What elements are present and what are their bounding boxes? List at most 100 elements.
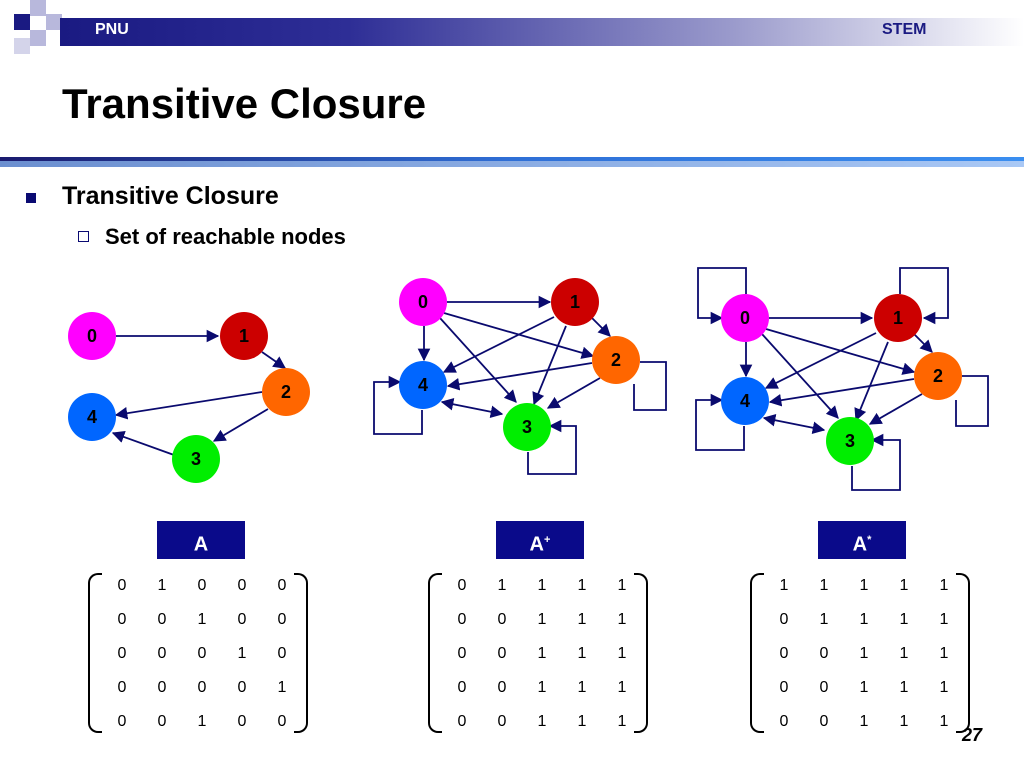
matrix-cell: 0 bbox=[779, 645, 789, 662]
node-2 bbox=[914, 352, 962, 400]
graph-a-plus bbox=[373, 295, 667, 475]
matrix-cell: 1 bbox=[899, 645, 909, 662]
matrix-cell: 1 bbox=[577, 679, 587, 696]
matrix-label-sup: * bbox=[867, 534, 872, 546]
self-loop-0 bbox=[697, 267, 747, 325]
matrix-label-text: A bbox=[193, 533, 209, 556]
matrix-cell: 1 bbox=[819, 611, 829, 628]
matrix-cell: 1 bbox=[939, 679, 949, 696]
bullet-level2: Set of reachable nodes bbox=[105, 224, 346, 249]
matrix-cell: 0 bbox=[277, 577, 287, 594]
matrix-cell: 0 bbox=[117, 713, 127, 730]
node-1 bbox=[551, 278, 599, 326]
self-loop-4 bbox=[695, 393, 745, 451]
edge-1-4 bbox=[442, 316, 555, 373]
matrix-cell: 0 bbox=[117, 645, 127, 662]
deco-square bbox=[14, 14, 30, 30]
self-loop-2 bbox=[633, 361, 667, 411]
edge-2-3 bbox=[546, 377, 601, 409]
header-right-text: STEM bbox=[882, 21, 927, 38]
edge-1-2 bbox=[261, 351, 287, 369]
bullet-level1: Transitive Closure bbox=[62, 182, 279, 210]
matrix-bracket-left bbox=[88, 573, 102, 733]
node-label: 1 bbox=[570, 292, 580, 312]
self-loop-4 bbox=[373, 375, 423, 435]
graph-a bbox=[111, 329, 287, 456]
matrix-cell: 1 bbox=[617, 713, 627, 730]
matrix-cell: 0 bbox=[117, 577, 127, 594]
node-0 bbox=[399, 278, 447, 326]
matrix-cell: 0 bbox=[237, 611, 247, 628]
matrix-cell: 1 bbox=[617, 577, 627, 594]
matrix-cell: 1 bbox=[237, 645, 247, 662]
node-label: 3 bbox=[845, 431, 855, 451]
matrix-cell: 0 bbox=[277, 713, 287, 730]
edge-1-3 bbox=[854, 341, 889, 422]
title-rule bbox=[0, 157, 1024, 161]
node-label: 1 bbox=[893, 308, 903, 328]
matrix-label-a-plus: A+ bbox=[496, 521, 584, 559]
matrix-cell: 0 bbox=[197, 679, 207, 696]
node-4 bbox=[721, 377, 769, 425]
node-label: 2 bbox=[611, 350, 621, 370]
matrix-bracket-left bbox=[428, 573, 442, 733]
matrix-cell: 0 bbox=[197, 645, 207, 662]
matrix-cell: 1 bbox=[939, 577, 949, 594]
node-label: 3 bbox=[522, 417, 532, 437]
matrix-cell: 0 bbox=[237, 679, 247, 696]
matrix-cell: 0 bbox=[779, 713, 789, 730]
matrix-cell: 1 bbox=[197, 611, 207, 628]
matrix-cell: 0 bbox=[277, 645, 287, 662]
matrix-cell: 1 bbox=[157, 577, 167, 594]
matrix-cell: 1 bbox=[939, 713, 949, 730]
matrix-label-text: A bbox=[852, 533, 868, 556]
edge-1-3 bbox=[532, 325, 567, 406]
graph-a-plus-nodes bbox=[399, 278, 640, 451]
self-loop-3 bbox=[851, 433, 901, 491]
deco-square bbox=[30, 30, 46, 46]
matrix-label-a-star: A* bbox=[818, 521, 906, 559]
slide-title: Transitive Closure bbox=[62, 80, 427, 127]
edge-2-4 bbox=[768, 378, 915, 407]
matrix-cell: 0 bbox=[819, 645, 829, 662]
edge-0-3 bbox=[439, 317, 517, 403]
edge-2-3 bbox=[868, 393, 923, 425]
matrix-cell: 0 bbox=[117, 679, 127, 696]
matrix-cell: 1 bbox=[899, 713, 909, 730]
title-rule-shadow bbox=[0, 161, 1024, 167]
matrix-cell: 1 bbox=[537, 611, 547, 628]
node-label: 3 bbox=[191, 449, 201, 469]
matrix-label-text: A bbox=[529, 533, 544, 556]
matrix-cell: 1 bbox=[497, 577, 507, 594]
node-4 bbox=[399, 361, 447, 409]
edge-1-2 bbox=[913, 333, 933, 353]
matrix-bracket-right bbox=[956, 573, 970, 733]
matrix-label-a: A bbox=[157, 521, 245, 559]
matrix-cell: 1 bbox=[197, 713, 207, 730]
matrix-cell: 1 bbox=[577, 611, 587, 628]
matrix-cell: 1 bbox=[537, 577, 547, 594]
matrix-cell: 1 bbox=[779, 577, 789, 594]
matrix-cell: 0 bbox=[497, 645, 507, 662]
matrix-cell: 0 bbox=[457, 645, 467, 662]
matrix-cell: 0 bbox=[457, 713, 467, 730]
node-label: 2 bbox=[933, 366, 943, 386]
node-0 bbox=[721, 294, 769, 342]
graph-a-star bbox=[695, 267, 989, 491]
matrix-cell: 0 bbox=[497, 679, 507, 696]
matrix-cell: 0 bbox=[237, 713, 247, 730]
matrix-cell: 0 bbox=[457, 577, 467, 594]
matrix-cell: 0 bbox=[197, 577, 207, 594]
node-1 bbox=[874, 294, 922, 342]
node-3 bbox=[172, 435, 220, 483]
node-label: 0 bbox=[740, 308, 750, 328]
matrix-cell: 0 bbox=[819, 713, 829, 730]
node-2 bbox=[262, 368, 310, 416]
edge-3-4 bbox=[440, 398, 504, 418]
bullet-hollow-square-icon bbox=[78, 231, 89, 242]
node-3 bbox=[826, 417, 874, 465]
edge-0-3 bbox=[761, 333, 839, 419]
matrix-cell: 1 bbox=[577, 713, 587, 730]
